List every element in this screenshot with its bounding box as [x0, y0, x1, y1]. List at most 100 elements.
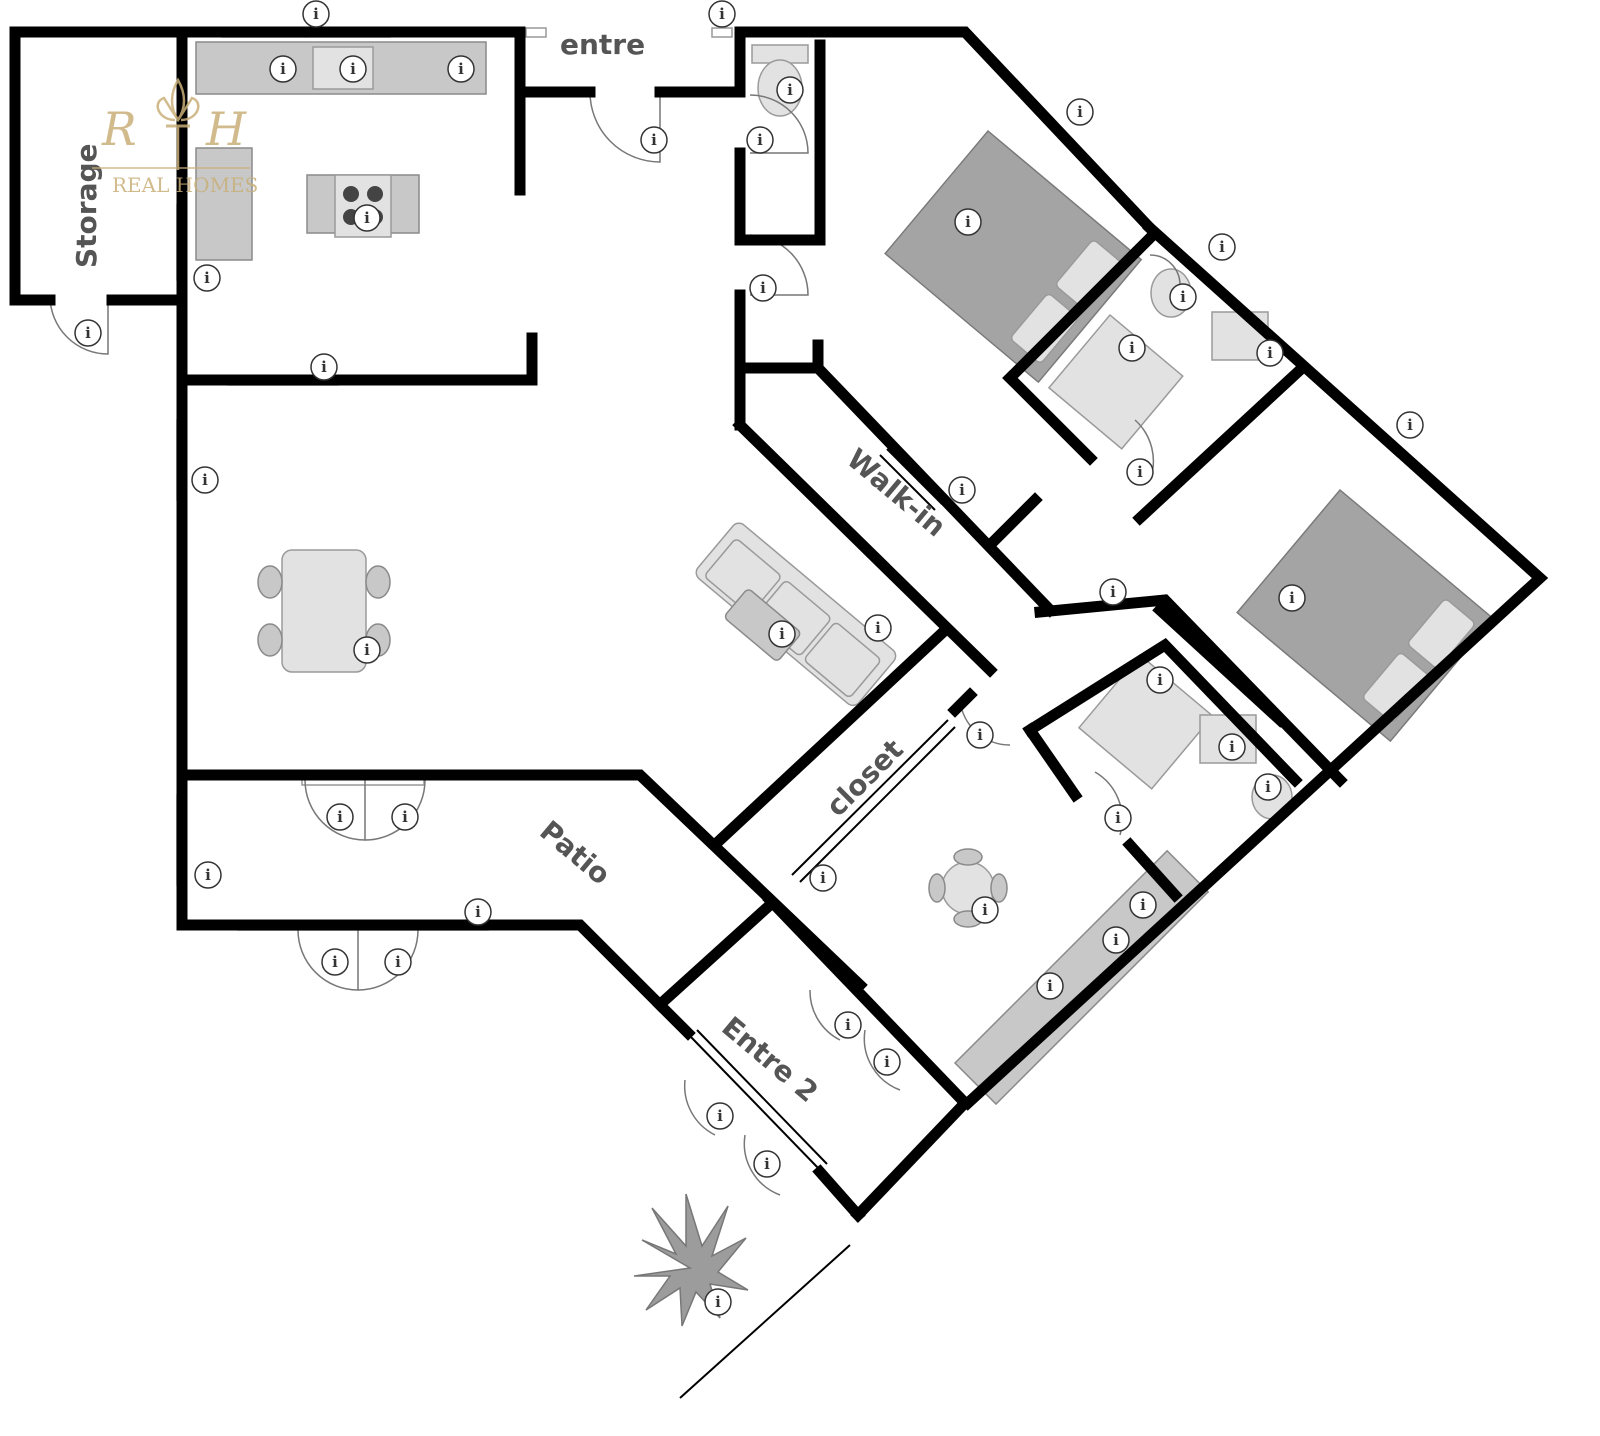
info-icon[interactable]: i — [464, 898, 492, 926]
info-icon[interactable]: i — [1126, 458, 1154, 486]
info-icon[interactable]: i — [326, 803, 354, 831]
info-glyph: i — [202, 471, 208, 489]
info-icon[interactable]: i — [353, 636, 381, 664]
sofa — [695, 522, 897, 707]
info-icon[interactable]: i — [194, 861, 222, 889]
info-icon[interactable]: i — [1129, 891, 1157, 919]
info-icon[interactable]: i — [1208, 233, 1236, 261]
info-icon[interactable]: i — [193, 264, 221, 292]
info-icon[interactable]: i — [640, 126, 668, 154]
info-icon[interactable]: i — [353, 204, 381, 232]
info-icon[interactable]: i — [706, 1102, 734, 1130]
info-icon[interactable]: i — [310, 353, 338, 381]
info-icon[interactable]: i — [1099, 578, 1127, 606]
info-icon[interactable]: i — [873, 1048, 901, 1076]
info-glyph: i — [332, 953, 338, 971]
info-icon[interactable]: i — [391, 803, 419, 831]
bed-2 — [1236, 488, 1495, 743]
info-icon[interactable]: i — [864, 614, 892, 642]
info-icon[interactable]: i — [447, 55, 475, 83]
info-glyph: i — [395, 953, 401, 971]
info-icon[interactable]: i — [1036, 972, 1064, 1000]
info-icon[interactable]: i — [971, 896, 999, 924]
window-entre-left — [525, 27, 547, 38]
thin-lines — [679, 448, 956, 1399]
info-icon[interactable]: i — [1104, 804, 1132, 832]
info-glyph: i — [1137, 463, 1143, 481]
info-glyph: i — [760, 279, 766, 297]
info-icon[interactable]: i — [948, 476, 976, 504]
info-icon[interactable]: i — [834, 1011, 862, 1039]
info-glyph: i — [313, 5, 319, 23]
info-icon[interactable]: i — [1169, 283, 1197, 311]
info-glyph: i — [475, 903, 481, 921]
info-glyph: i — [719, 5, 725, 23]
info-icon[interactable]: i — [1066, 98, 1094, 126]
info-icon[interactable]: i — [1254, 773, 1282, 801]
info-glyph: i — [779, 625, 785, 643]
info-glyph: i — [1129, 339, 1135, 357]
label-storage: Storage — [70, 143, 103, 268]
info-glyph: i — [820, 869, 826, 887]
info-glyph: i — [350, 60, 356, 78]
info-icon[interactable]: i — [809, 864, 837, 892]
info-icon[interactable]: i — [1396, 411, 1424, 439]
label-entre-2: Entre 2 — [716, 1010, 825, 1109]
info-glyph: i — [204, 269, 210, 287]
dining-table — [281, 549, 367, 673]
info-icon[interactable]: i — [269, 55, 297, 83]
info-icon[interactable]: i — [749, 274, 777, 302]
info-icon[interactable]: i — [776, 76, 804, 104]
info-icon[interactable]: i — [321, 948, 349, 976]
info-icon[interactable]: i — [1218, 733, 1246, 761]
logo-brand: REAL HOMES — [112, 173, 258, 197]
info-glyph: i — [321, 358, 327, 376]
info-icon[interactable]: i — [1146, 666, 1174, 694]
shower-2 — [1077, 653, 1214, 790]
info-icon[interactable]: i — [954, 208, 982, 236]
info-glyph: i — [717, 1107, 723, 1125]
info-icon[interactable]: i — [768, 620, 796, 648]
info-glyph: i — [1110, 583, 1116, 601]
info-icon[interactable]: i — [302, 0, 330, 28]
kitchen-side-counter — [195, 147, 253, 261]
info-glyph: i — [787, 81, 793, 99]
info-icon[interactable]: i — [746, 126, 774, 154]
info-glyph: i — [884, 1053, 890, 1071]
info-icon[interactable]: i — [966, 721, 994, 749]
info-icon[interactable]: i — [191, 466, 219, 494]
info-glyph: i — [1219, 238, 1225, 256]
info-glyph: i — [1113, 931, 1119, 949]
logo-letter-r: R — [101, 102, 137, 156]
fleur-de-lis-icon — [156, 77, 200, 170]
logo-letter-h: H — [205, 102, 247, 156]
info-icon[interactable]: i — [384, 948, 412, 976]
info-glyph: i — [845, 1016, 851, 1034]
info-glyph: i — [1157, 671, 1163, 689]
info-glyph: i — [337, 808, 343, 826]
info-glyph: i — [959, 481, 965, 499]
info-icon[interactable]: i — [1278, 584, 1306, 612]
info-glyph: i — [1077, 103, 1083, 121]
info-glyph: i — [402, 808, 408, 826]
info-glyph: i — [458, 60, 464, 78]
info-glyph: i — [1289, 589, 1295, 607]
info-icon[interactable]: i — [1102, 926, 1130, 954]
info-icon[interactable]: i — [339, 55, 367, 83]
info-markers[interactable]: i i i i i i i i i i i i i i i i i i i i i i i i i i i i i i i i i i i i i i i i… — [74, 0, 1424, 1316]
info-icon[interactable]: i — [753, 1150, 781, 1178]
info-icon[interactable]: i — [1256, 339, 1284, 367]
label-closet: closet — [820, 733, 910, 823]
info-glyph: i — [764, 1155, 770, 1173]
info-glyph: i — [982, 901, 988, 919]
info-icon[interactable]: i — [708, 0, 736, 28]
info-icon[interactable]: i — [704, 1288, 732, 1316]
info-glyph: i — [364, 641, 370, 659]
label-patio: Patio — [534, 814, 617, 891]
info-glyph: i — [364, 209, 370, 227]
info-glyph: i — [1229, 738, 1235, 756]
info-glyph: i — [965, 213, 971, 231]
info-icon[interactable]: i — [1118, 334, 1146, 362]
info-icon[interactable]: i — [74, 319, 102, 347]
